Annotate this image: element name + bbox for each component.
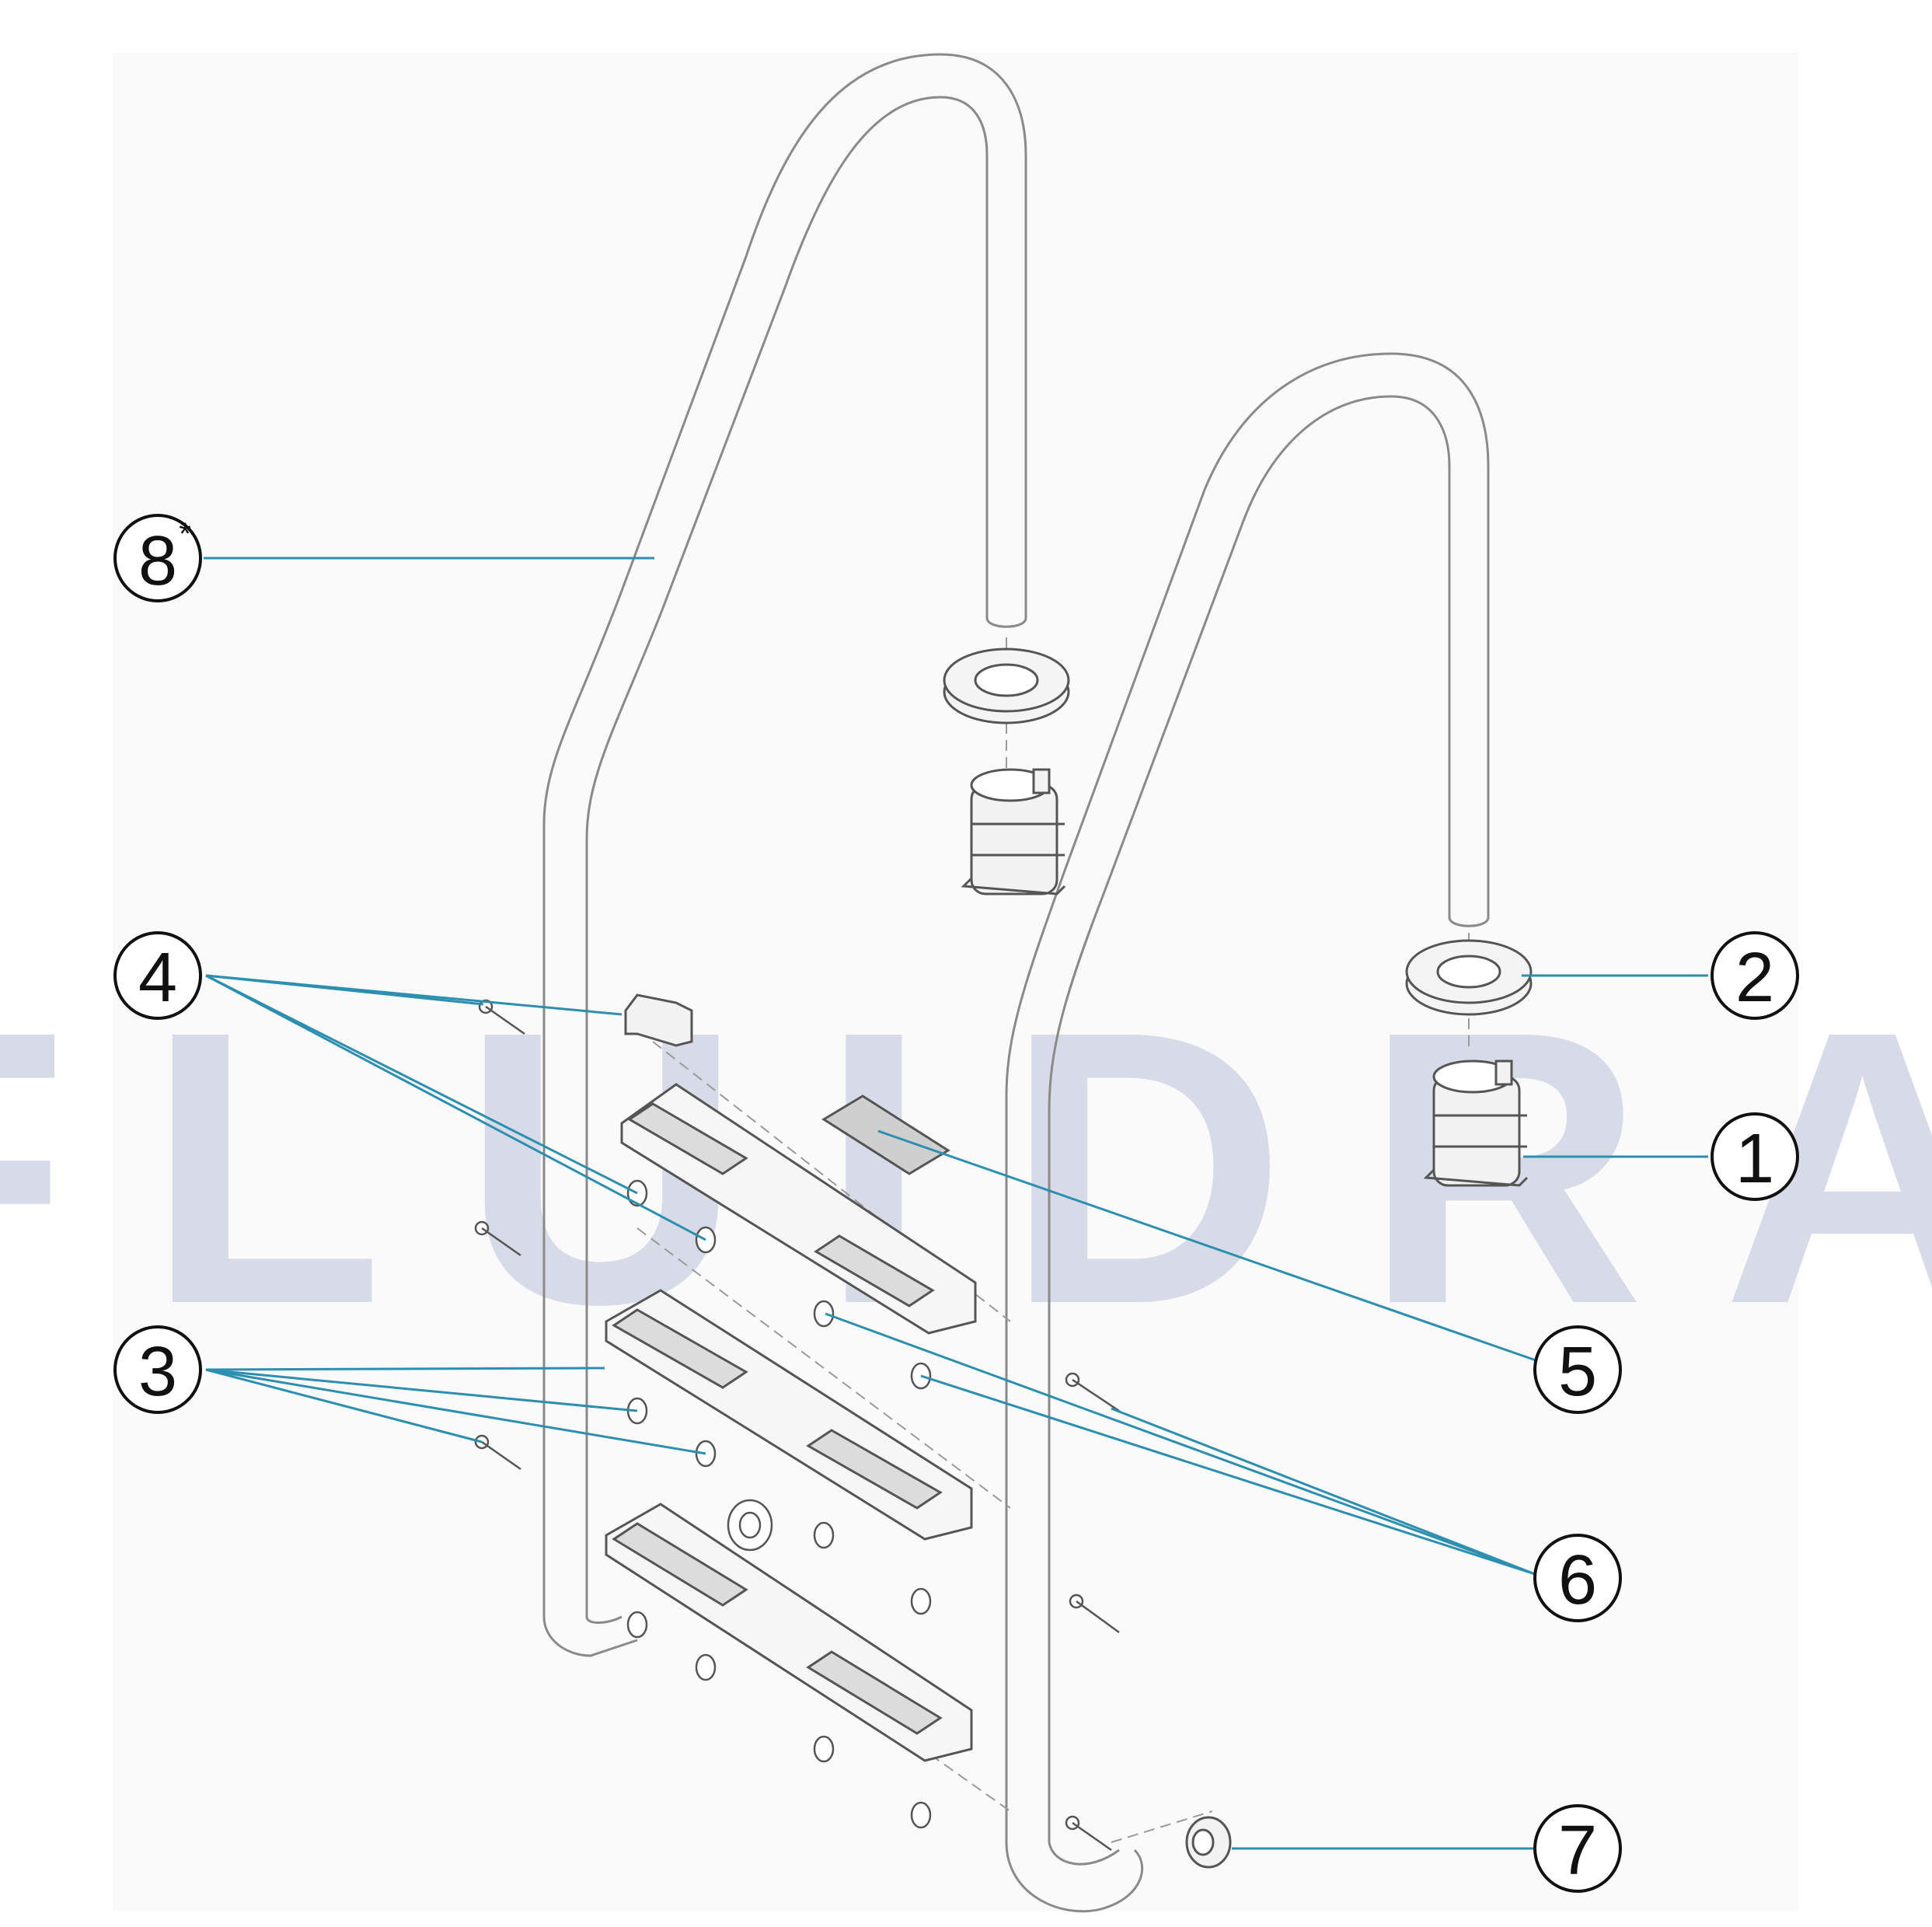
callout-7: 7: [1533, 1804, 1622, 1893]
step-middle: [605, 1289, 973, 1541]
callout-6: 6: [1533, 1534, 1622, 1622]
top-step-bracket: [624, 993, 693, 1047]
callout-5: 5: [1533, 1325, 1622, 1414]
callout-4: 4: [113, 931, 202, 1020]
callout-6-label: 6: [1558, 1541, 1597, 1619]
callout-4-label: 4: [138, 939, 177, 1017]
callout-7-label: 7: [1558, 1812, 1597, 1890]
escutcheon-flange-right: [1405, 939, 1533, 1016]
callout-1-label: 1: [1735, 1120, 1774, 1198]
callout-8-label: 8: [138, 522, 177, 600]
callout-2-label: 2: [1735, 939, 1774, 1017]
callout-2: 2: [1711, 931, 1799, 1020]
step-top: [620, 1083, 977, 1335]
end-cap: [1185, 1816, 1232, 1869]
handrail-right: [1005, 352, 1490, 1913]
leader-lines: [204, 557, 1708, 1850]
callout-5-label: 5: [1558, 1333, 1597, 1411]
callout-8: 8 *: [113, 514, 202, 602]
step-bottom: [605, 1503, 973, 1762]
callout-1: 1: [1711, 1112, 1799, 1201]
callout-3-label: 3: [138, 1333, 177, 1411]
escutcheon-flange-left: [943, 648, 1070, 724]
callout-8-superscript: *: [179, 517, 191, 551]
anchor-socket-left: [961, 768, 1066, 895]
handrail-left: [542, 53, 1027, 1657]
anchor-socket-right: [1423, 1060, 1529, 1187]
callout-3: 3: [113, 1325, 202, 1414]
